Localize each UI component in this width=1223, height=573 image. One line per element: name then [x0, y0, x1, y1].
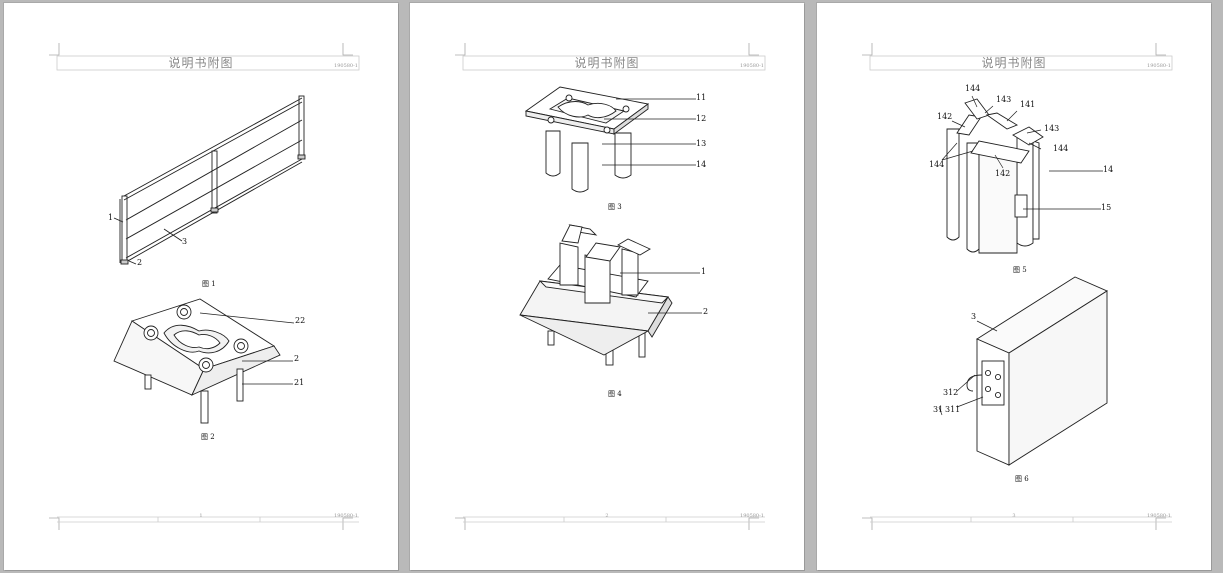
page-number: 1 [199, 513, 203, 519]
figure-6-panel-drawing [938, 276, 1108, 466]
header-title: 说明书附图 [981, 56, 1047, 70]
figure-5-label: 142 [937, 112, 953, 121]
header-title: 说明书附图 [574, 56, 640, 70]
document-page-2: 说明书附图 190580-1 11 12 13 14 图 3 [410, 3, 804, 570]
figure-3-label: 12 [696, 114, 707, 123]
figure-2-label: 2 [294, 354, 300, 363]
figure-5-caption: 图 5 [1013, 266, 1027, 274]
figure-1-caption: 图 1 [202, 280, 216, 288]
figure-2-caption: 图 2 [201, 433, 215, 441]
header-code: 190580-1 [1147, 63, 1171, 69]
figure-6-label: 3 [971, 312, 977, 321]
footer-code: 190580-1 [334, 513, 358, 519]
page-number: 3 [1012, 513, 1016, 519]
figure-3-label: 11 [696, 93, 707, 102]
figure-4-label: 2 [703, 307, 709, 316]
page-number: 2 [605, 513, 609, 519]
figure-2-label: 22 [295, 316, 306, 325]
page-frame-marks [49, 43, 360, 530]
figure-6-caption: 图 6 [1015, 475, 1029, 483]
page-frame-marks [455, 43, 766, 530]
figure-2-label: 21 [294, 378, 305, 387]
figure-1-label: 3 [182, 237, 188, 246]
header-title: 说明书附图 [168, 56, 234, 70]
figure-5-post-profile-drawing [941, 95, 1103, 254]
figure-4-post-on-base-drawing [519, 224, 702, 366]
figure-3-cap-assembly-drawing [524, 86, 696, 193]
header-code: 190580-1 [740, 63, 764, 69]
document-page-3: 说明书附图 190580-1 [817, 3, 1211, 570]
figure-4-caption: 图 4 [608, 390, 622, 398]
figure-1-label: 2 [137, 258, 143, 267]
footer-code: 190580-1 [740, 513, 764, 519]
figure-3-label: 13 [696, 139, 707, 148]
page-frame-marks [862, 43, 1173, 530]
figure-3-label: 14 [696, 160, 707, 169]
figure-1-fence-drawing [113, 95, 306, 265]
figure-5-label: 141 [1020, 100, 1036, 109]
figure-5-label: 143 [1044, 124, 1060, 133]
document-page-1: 说明书附图 190580-1 1 2 3 图 1 [4, 3, 398, 570]
figure-4-label: 1 [701, 267, 707, 276]
figure-5-label: 15 [1101, 203, 1112, 212]
figure-2-base-drawing [113, 298, 295, 424]
figure-5-label: 14 [1103, 165, 1114, 174]
figure-5-label: 144 [1053, 144, 1069, 153]
figure-1-label: 1 [108, 213, 114, 222]
figure-5-label: 142 [995, 169, 1011, 178]
figure-6-label: 312 [943, 388, 959, 397]
figure-6-label: 311 [945, 405, 961, 414]
footer-code: 190580-1 [1147, 513, 1171, 519]
figure-3-caption: 图 3 [608, 203, 622, 211]
figure-6-label: 31 [933, 405, 944, 414]
figure-5-label: 143 [996, 95, 1012, 104]
figure-5-label: 144 [965, 84, 981, 93]
header-code: 190580-1 [334, 63, 358, 69]
figure-5-label: 144 [929, 160, 945, 169]
